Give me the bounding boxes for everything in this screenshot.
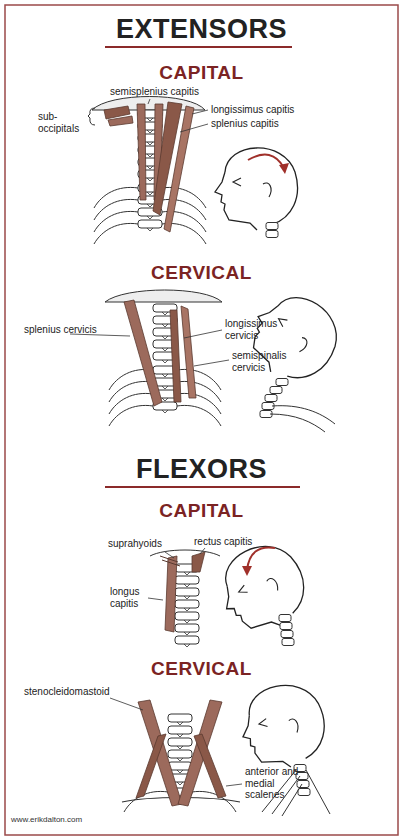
muscle-label: semisplenius capitis [110,86,199,98]
subsection-heading: CERVICAL [0,658,403,680]
muscle-label: sub- occipitals [38,111,86,134]
muscle-label: longissimus capitis [211,104,294,116]
watermark: www.erikdalton.com [11,815,82,824]
section-heading: EXTENSORS [0,14,403,45]
muscle-label: longus capitis [110,586,148,609]
muscle-label: splenius capitis [211,118,279,130]
muscle-label: semispinalis cervicis [232,350,312,373]
muscle-label: stenocleidomastoid [24,686,110,698]
subsection-heading: CAPITAL [0,62,403,84]
muscle-label: splenius cervicis [24,324,97,336]
section-heading: FLEXORS [0,454,403,485]
muscle-label: longissimus cervicis [225,318,305,341]
muscle-label: rectus capitis [194,536,252,548]
muscle-label: suprahyoids [108,538,162,550]
muscle-label: anterior and medial scalenes [245,766,299,801]
subsection-heading: CAPITAL [0,500,403,522]
subsection-heading: CERVICAL [0,262,403,284]
